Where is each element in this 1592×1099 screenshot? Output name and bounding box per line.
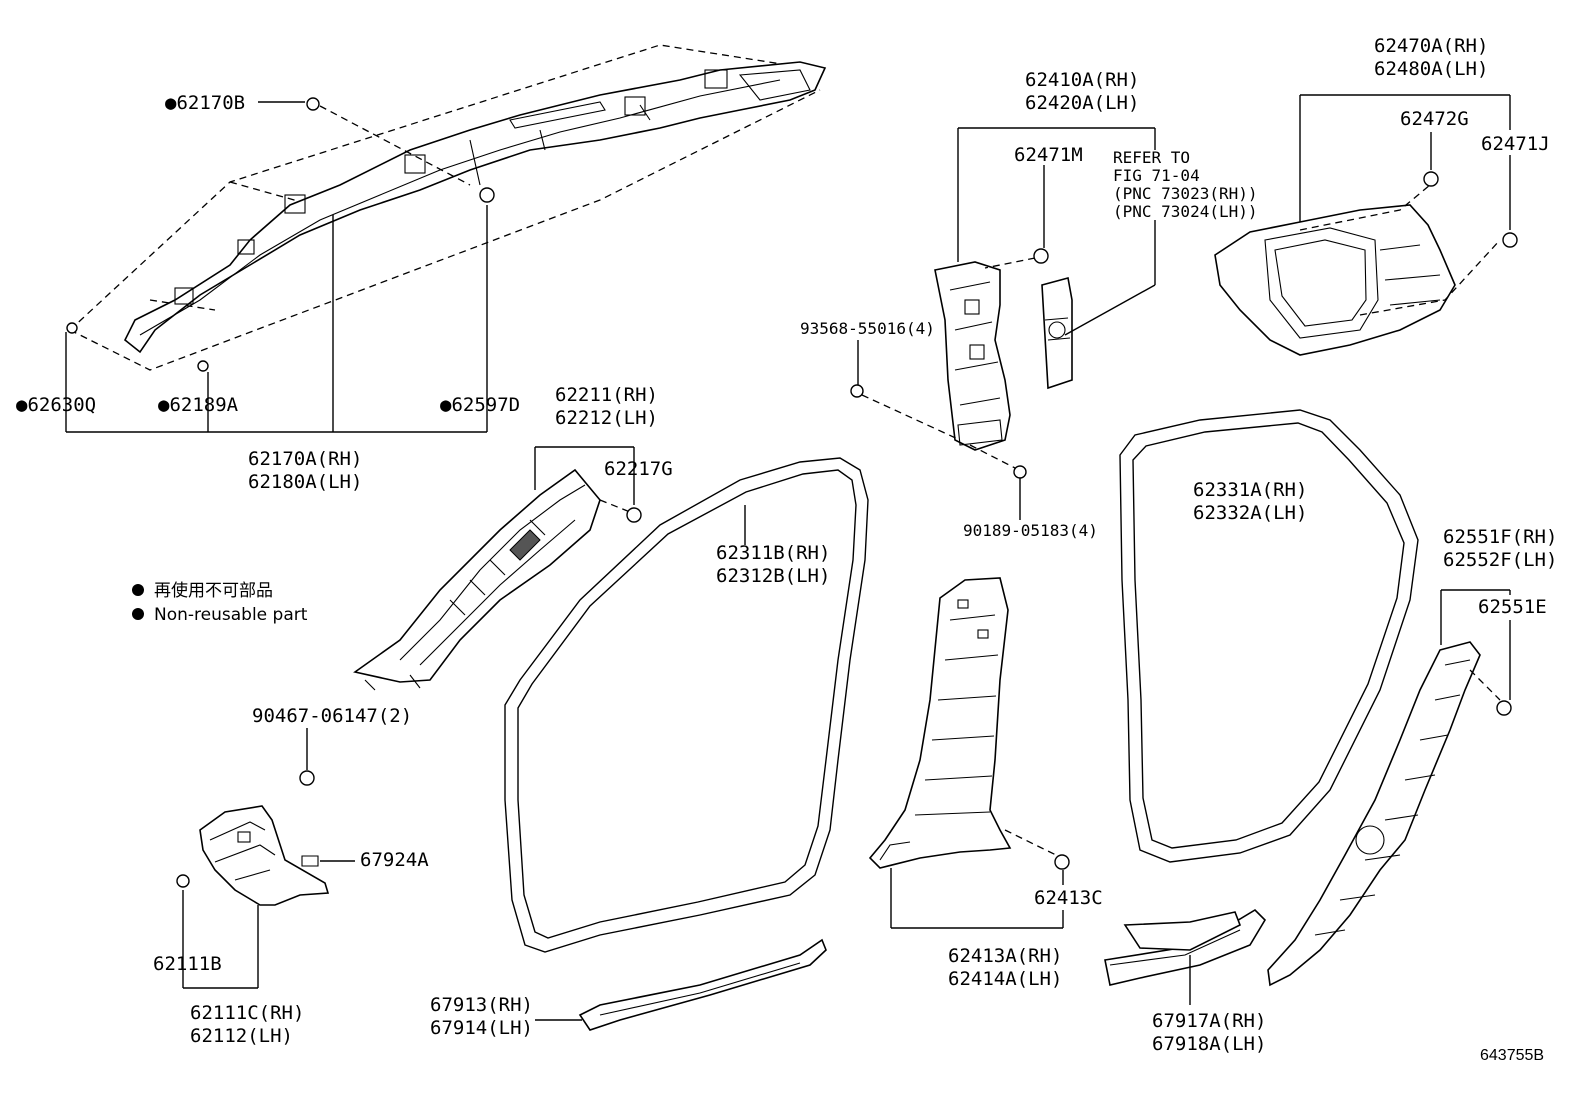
label-62217G: 62217G — [604, 458, 673, 480]
legend-dot-en — [132, 608, 144, 620]
label-62189A: ●62189A — [158, 394, 239, 416]
cowl-side-trim-part — [176, 770, 330, 906]
seatbelt-anchor-part — [1041, 277, 1073, 390]
label-93568: 93568-55016(4) — [800, 319, 935, 338]
label-90189: 90189-05183(4) — [963, 521, 1098, 540]
screw-90189 — [1013, 465, 1027, 479]
label-62414A-lh: 62414A(LH) — [948, 968, 1062, 990]
label-62471J: 62471J — [1481, 133, 1550, 155]
label-62112-lh: 62112(LH) — [190, 1025, 293, 1047]
center-pillar-upper-leaders — [857, 127, 1156, 520]
label-62413C: 62413C — [1034, 887, 1103, 909]
label-62472G: 62472G — [1400, 108, 1469, 130]
label-62312B-lh: 62312B(LH) — [716, 565, 830, 587]
curtain-airbag-part — [66, 44, 827, 372]
drawing-id: 643755B — [1480, 1047, 1544, 1064]
clip-62551E — [1496, 700, 1512, 716]
front-pillar-garnish-part — [353, 468, 601, 691]
label-62170A-rh: 62170A(RH) — [248, 448, 362, 470]
refer-line-4: (PNC 73024(LH)) — [1113, 202, 1258, 221]
label-90467: 90467-06147(2) — [252, 705, 412, 727]
clip-62472G — [1423, 171, 1439, 187]
label-62552F-lh: 62552F(LH) — [1443, 549, 1557, 571]
label-67918A-lh: 67918A(LH) — [1152, 1033, 1266, 1055]
refer-line-2: FIG 71-04 — [1113, 166, 1200, 185]
clip-62471J — [1502, 232, 1518, 248]
roof-side-leaders — [1299, 94, 1511, 230]
label-62170B: ●62170B — [165, 92, 245, 114]
rear-scuff-plate-part — [1104, 908, 1267, 986]
label-62111C-rh: 62111C(RH) — [190, 1002, 304, 1024]
roof-side-garnish-part — [1214, 184, 1501, 356]
label-62311B-rh: 62311B(RH) — [716, 542, 830, 564]
a-pillar-leaders — [534, 446, 635, 513]
label-62597D: ●62597D — [440, 394, 520, 416]
refer-line-3: (PNC 73023(RH)) — [1113, 184, 1258, 203]
legend-en-text: Non-reusable part — [154, 605, 308, 625]
label-67914-lh: 67914(LH) — [430, 1017, 533, 1039]
clip-62413C — [1054, 854, 1070, 870]
front-door-weatherstrip-part — [504, 457, 869, 953]
label-62212-lh: 62212(LH) — [555, 407, 658, 429]
label-62413A-rh: 62413A(RH) — [948, 945, 1062, 967]
label-62420A-lh: 62420A(LH) — [1025, 92, 1139, 114]
rear-door-weatherstrip-part — [1119, 409, 1419, 863]
center-pillar-upper-garnish-part — [934, 261, 1011, 451]
clip-62217G — [626, 507, 642, 523]
label-62470A-rh: 62470A(RH) — [1374, 35, 1488, 57]
label-62180A-lh: 62180A(LH) — [248, 471, 362, 493]
label-62480A-lh: 62480A(LH) — [1374, 58, 1488, 80]
label-62331A-rh: 62331A(RH) — [1193, 479, 1307, 501]
legend: 再使用不可部品 Non-reusable part — [132, 580, 308, 625]
label-67924A: 67924A — [360, 849, 429, 871]
label-62410A-rh: 62410A(RH) — [1025, 69, 1139, 91]
quarter-pillar-leaders — [1440, 589, 1511, 700]
center-pillar-lower-leaders — [890, 829, 1064, 929]
legend-dot-jp — [132, 584, 144, 596]
label-62471M: 62471M — [1014, 144, 1083, 166]
label-62551E: 62551E — [1478, 596, 1547, 618]
label-67917A-rh: 67917A(RH) — [1152, 1010, 1266, 1032]
label-67913-rh: 67913(RH) — [430, 994, 533, 1016]
label-62111B: 62111B — [153, 953, 222, 975]
airbag-leader-lines — [65, 101, 488, 433]
legend-jp-text: 再使用不可部品 — [154, 580, 273, 601]
label-62551F-rh: 62551F(RH) — [1443, 526, 1557, 548]
cowl-trim-leaders — [182, 728, 355, 989]
label-62211-rh: 62211(RH) — [555, 384, 658, 406]
label-62332A-lh: 62332A(LH) — [1193, 502, 1307, 524]
refer-line-1: REFER TO — [1113, 148, 1190, 167]
screw-93568 — [850, 384, 864, 398]
label-62630Q: ●62630Q — [16, 394, 96, 416]
front-scuff-plate-part — [578, 938, 827, 1031]
center-pillar-lower-garnish-part — [868, 577, 1012, 869]
quarter-pillar-garnish-part — [1267, 641, 1501, 987]
clip-62471M — [1033, 248, 1049, 264]
